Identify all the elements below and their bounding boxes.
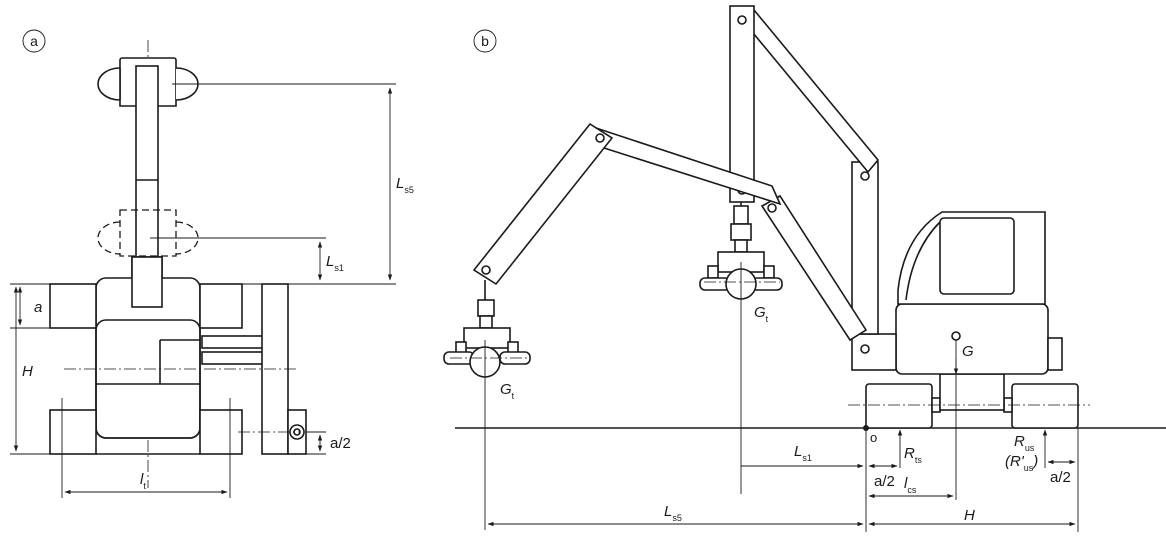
panel-b-marker: b xyxy=(481,33,489,49)
label-h-a: H xyxy=(22,363,33,380)
boom-vertical xyxy=(851,161,879,335)
outer-arm xyxy=(472,122,614,286)
label-gt-left: Gt xyxy=(500,381,515,401)
label-gt-center: Gt xyxy=(754,304,769,324)
undercarriage xyxy=(939,373,1005,411)
grab-extended-side xyxy=(443,280,531,530)
side-wheel xyxy=(289,424,305,440)
label-a-half-b-left: a/2 xyxy=(874,473,895,490)
house-body xyxy=(895,303,1049,375)
panel-a-marker-circle xyxy=(22,29,46,53)
track-front xyxy=(865,383,933,429)
center-of-gravity xyxy=(951,331,961,341)
grab-retracted-side xyxy=(699,202,783,494)
label-a-half-b-right: a/2 xyxy=(1050,469,1071,486)
label-ls5-b: Ls5 xyxy=(664,503,682,523)
label-origin: o xyxy=(870,430,877,445)
label-g: G xyxy=(962,343,974,360)
track-rear xyxy=(1011,383,1079,429)
boom-base-plate xyxy=(851,333,897,371)
label-a: a xyxy=(34,299,42,316)
panel-b-marker-circle xyxy=(473,29,497,53)
label-h-b: H xyxy=(964,507,975,524)
label-lcs: lcs xyxy=(904,475,917,495)
label-ls5-a: Ls5 xyxy=(396,175,414,195)
mast-diagonal xyxy=(742,8,880,174)
label-rts: Rts xyxy=(904,445,922,465)
cab-window xyxy=(939,217,1015,295)
label-rus: Rus xyxy=(1014,433,1035,453)
panel-a-top-view: a xyxy=(10,29,414,498)
track-bottom-right xyxy=(199,409,243,455)
lower-arm xyxy=(760,194,868,342)
panel-a-marker: a xyxy=(30,33,38,49)
grab-retracted-dashed xyxy=(97,209,199,257)
label-ls1-a: Ls1 xyxy=(326,253,344,273)
track-bottom-left xyxy=(49,409,97,455)
panel-b-side-view: b xyxy=(443,5,1166,532)
label-rus-alt: (R'us) xyxy=(1005,453,1038,473)
mast-vertical xyxy=(729,5,755,203)
track-top-left xyxy=(49,283,97,329)
label-a-half-a: a/2 xyxy=(330,435,351,452)
label-lt: lt xyxy=(140,471,146,491)
boom-arm xyxy=(135,65,159,261)
label-ls1-b: Ls1 xyxy=(794,443,812,463)
track-top-right xyxy=(199,283,243,329)
counterweight xyxy=(1047,337,1063,371)
